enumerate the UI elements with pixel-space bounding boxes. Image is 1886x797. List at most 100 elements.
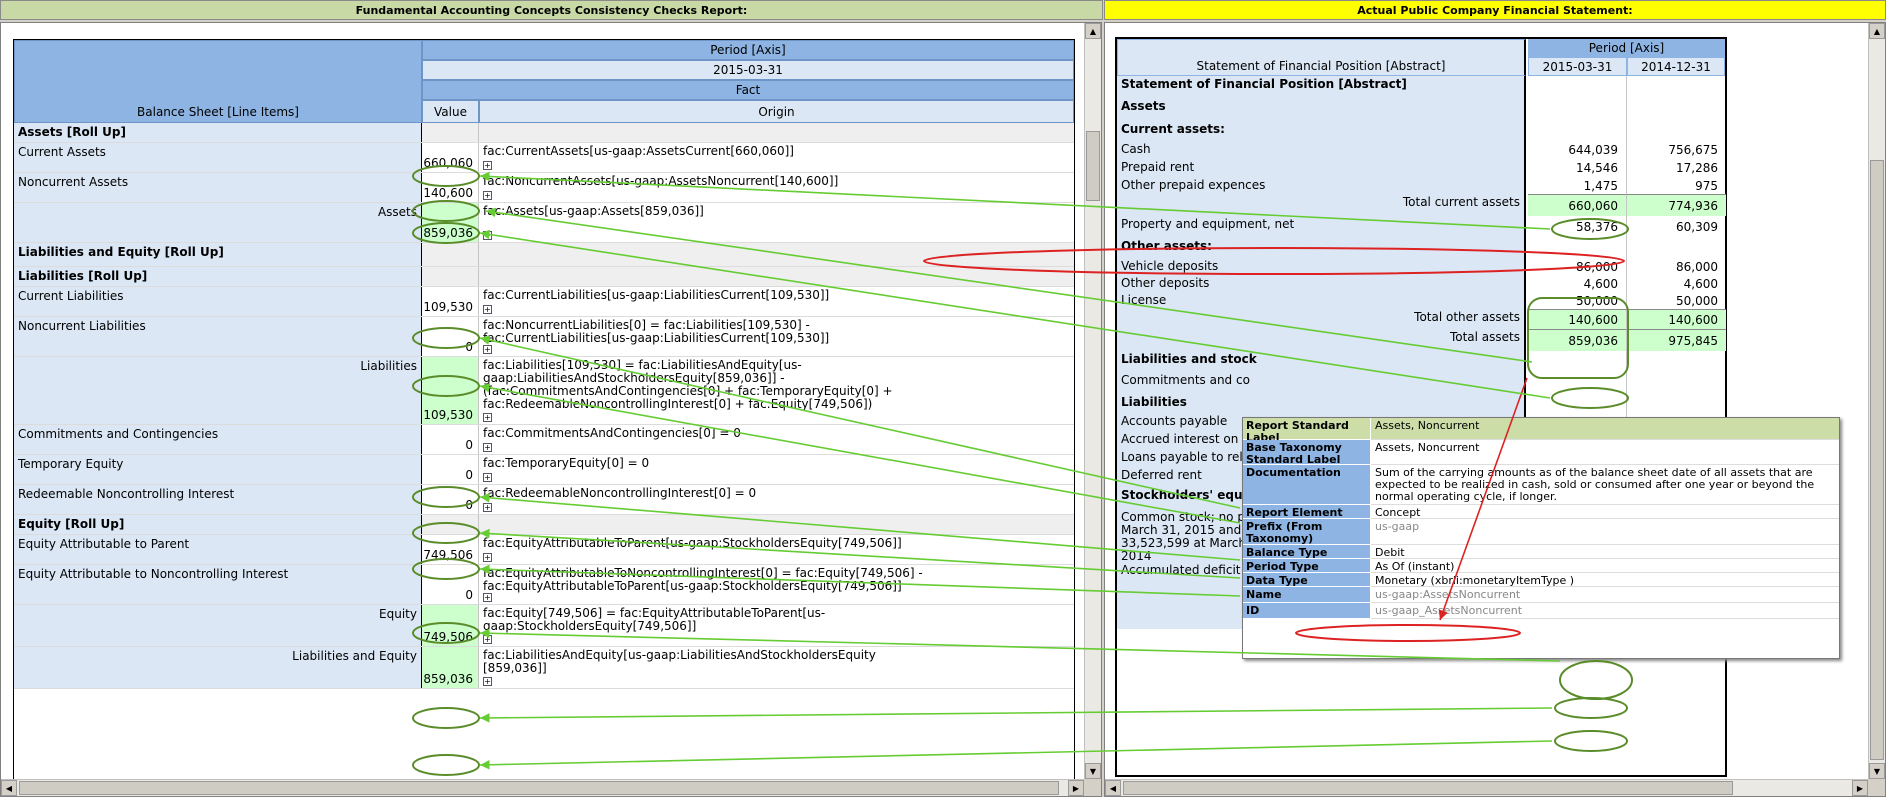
value-2015 (1528, 98, 1627, 121)
report-row: Liabilities and Equity [Roll Up] (14, 243, 1074, 267)
row-value: 140,600 (422, 173, 479, 202)
value-2014: 86,000 (1676, 259, 1718, 274)
scroll-thumb[interactable] (1870, 160, 1884, 760)
statement-row-label: Other assets: (1117, 238, 1526, 258)
statement-row-label: Total current assets (1117, 194, 1526, 216)
scroll-down-arrow-icon[interactable]: ▼ (1085, 763, 1101, 779)
scroll-thumb[interactable] (1086, 131, 1100, 201)
scroll-thumb[interactable] (19, 781, 1059, 795)
expand-plus-icon[interactable]: + (483, 305, 492, 314)
value-2015: 86,000 (1528, 258, 1627, 275)
scroll-right-arrow-icon[interactable]: ▶ (1068, 780, 1084, 796)
popup-value: Assets, Noncurrent (1371, 418, 1839, 440)
row-value: 0 (422, 455, 479, 484)
expand-plus-icon[interactable]: + (483, 635, 492, 644)
row-value: 0 (422, 485, 479, 514)
popup-key: Balance Type (1243, 545, 1370, 559)
value-2014: 975,845 (1627, 329, 1726, 351)
row-label: Equity Attributable to Parent (14, 535, 422, 564)
expand-plus-icon[interactable]: + (483, 345, 492, 354)
value-2015: 4,600 (1528, 275, 1627, 292)
popup-key: Report Element Class (1243, 505, 1370, 531)
value-col-header: Value (422, 100, 479, 123)
expand-plus-icon[interactable]: + (483, 161, 492, 170)
value-2014: 140,600 (1627, 309, 1726, 329)
statement-row-label: Commitments and co (1117, 372, 1526, 394)
row-origin: fac:RedeemableNoncontrollingInterest[0] … (483, 486, 757, 500)
statement-row-label: Property and equipment, net (1117, 216, 1526, 238)
expand-plus-icon[interactable]: + (483, 443, 492, 452)
value-2015: 50,000 (1528, 292, 1627, 309)
expand-plus-icon[interactable]: + (483, 553, 492, 562)
row-value: 859,036 (422, 647, 479, 688)
statement-row-label: Assets (1117, 98, 1526, 121)
value-2015: 58,376 (1528, 216, 1627, 238)
expand-plus-icon[interactable]: + (483, 677, 492, 686)
value-2014 (1627, 238, 1726, 258)
left-horizontal-scrollbar[interactable]: ◀ ▶ (1, 779, 1084, 796)
popup-value: Concept (1371, 505, 1839, 519)
scroll-thumb[interactable] (1123, 781, 1733, 795)
col-2015-header: 2015-03-31 (1528, 57, 1627, 76)
popup-value: Monetary (xbrli:monetaryItemType ) (1371, 573, 1839, 587)
scroll-up-arrow-icon[interactable]: ▲ (1085, 23, 1101, 39)
right-horizontal-scrollbar[interactable]: ◀ ▶ (1105, 779, 1868, 796)
popup-key: Period Type (1243, 559, 1370, 573)
value-2015: 644,039 (1528, 141, 1627, 159)
expand-plus-icon[interactable]: + (483, 473, 492, 482)
row-label: Equity [Roll Up] (14, 515, 422, 534)
value-2015: 660,060 (1528, 194, 1627, 216)
row-value (422, 243, 479, 266)
scroll-down-arrow-icon[interactable]: ▼ (1869, 763, 1885, 779)
left-vertical-scrollbar[interactable]: ▲ ▼ (1084, 23, 1101, 779)
popup-value: us-gaap:AssetsNoncurrent (1371, 587, 1839, 603)
row-value: 660,060 (422, 143, 479, 172)
value-2015: 859,036 (1528, 329, 1627, 351)
report-row: Equity Attributable to Noncontrolling In… (14, 565, 1074, 605)
expand-plus-icon[interactable]: + (483, 191, 492, 200)
popup-value: Sum of the carrying amounts as of the ba… (1371, 465, 1839, 505)
scroll-up-arrow-icon[interactable]: ▲ (1869, 23, 1885, 39)
expand-plus-icon[interactable]: + (483, 503, 492, 512)
scroll-left-arrow-icon[interactable]: ◀ (1105, 780, 1121, 796)
row-value: 109,530 (422, 357, 479, 424)
popup-key: ID (1243, 603, 1370, 619)
value-2015 (1528, 121, 1627, 141)
row-origin: fac:EquityAttributableToNoncontrollingIn… (483, 566, 923, 593)
origin-col-header: Origin (479, 100, 1074, 123)
row-label: Equity Attributable to Noncontrolling In… (14, 565, 422, 604)
expand-plus-icon[interactable]: + (483, 593, 492, 602)
popup-key: Data Type (1243, 573, 1370, 587)
report-row: Assets [Roll Up] (14, 123, 1074, 143)
scroll-right-arrow-icon[interactable]: ▶ (1852, 780, 1868, 796)
value-2014: 756,675 (1668, 143, 1718, 157)
row-origin: fac:Liabilities[109,530] = fac:Liabiliti… (483, 358, 893, 411)
row-label: Noncurrent Assets (14, 173, 422, 202)
popup-key: Name (1243, 587, 1370, 603)
row-value (422, 267, 479, 286)
popup-key: Documentation (1243, 465, 1370, 505)
value-2014: 17,286 (1676, 161, 1718, 175)
popup-value: Debit (1371, 545, 1839, 559)
right-vertical-scrollbar[interactable]: ▲ ▼ (1868, 23, 1885, 779)
scroll-left-arrow-icon[interactable]: ◀ (1, 780, 17, 796)
expand-plus-icon[interactable]: + (483, 231, 492, 240)
statement-row: Liabilities and stock (1117, 351, 1725, 372)
expand-plus-icon[interactable]: + (483, 413, 492, 422)
statement-row-label: Current assets: (1117, 121, 1526, 141)
row-value: 859,036 (422, 203, 479, 242)
